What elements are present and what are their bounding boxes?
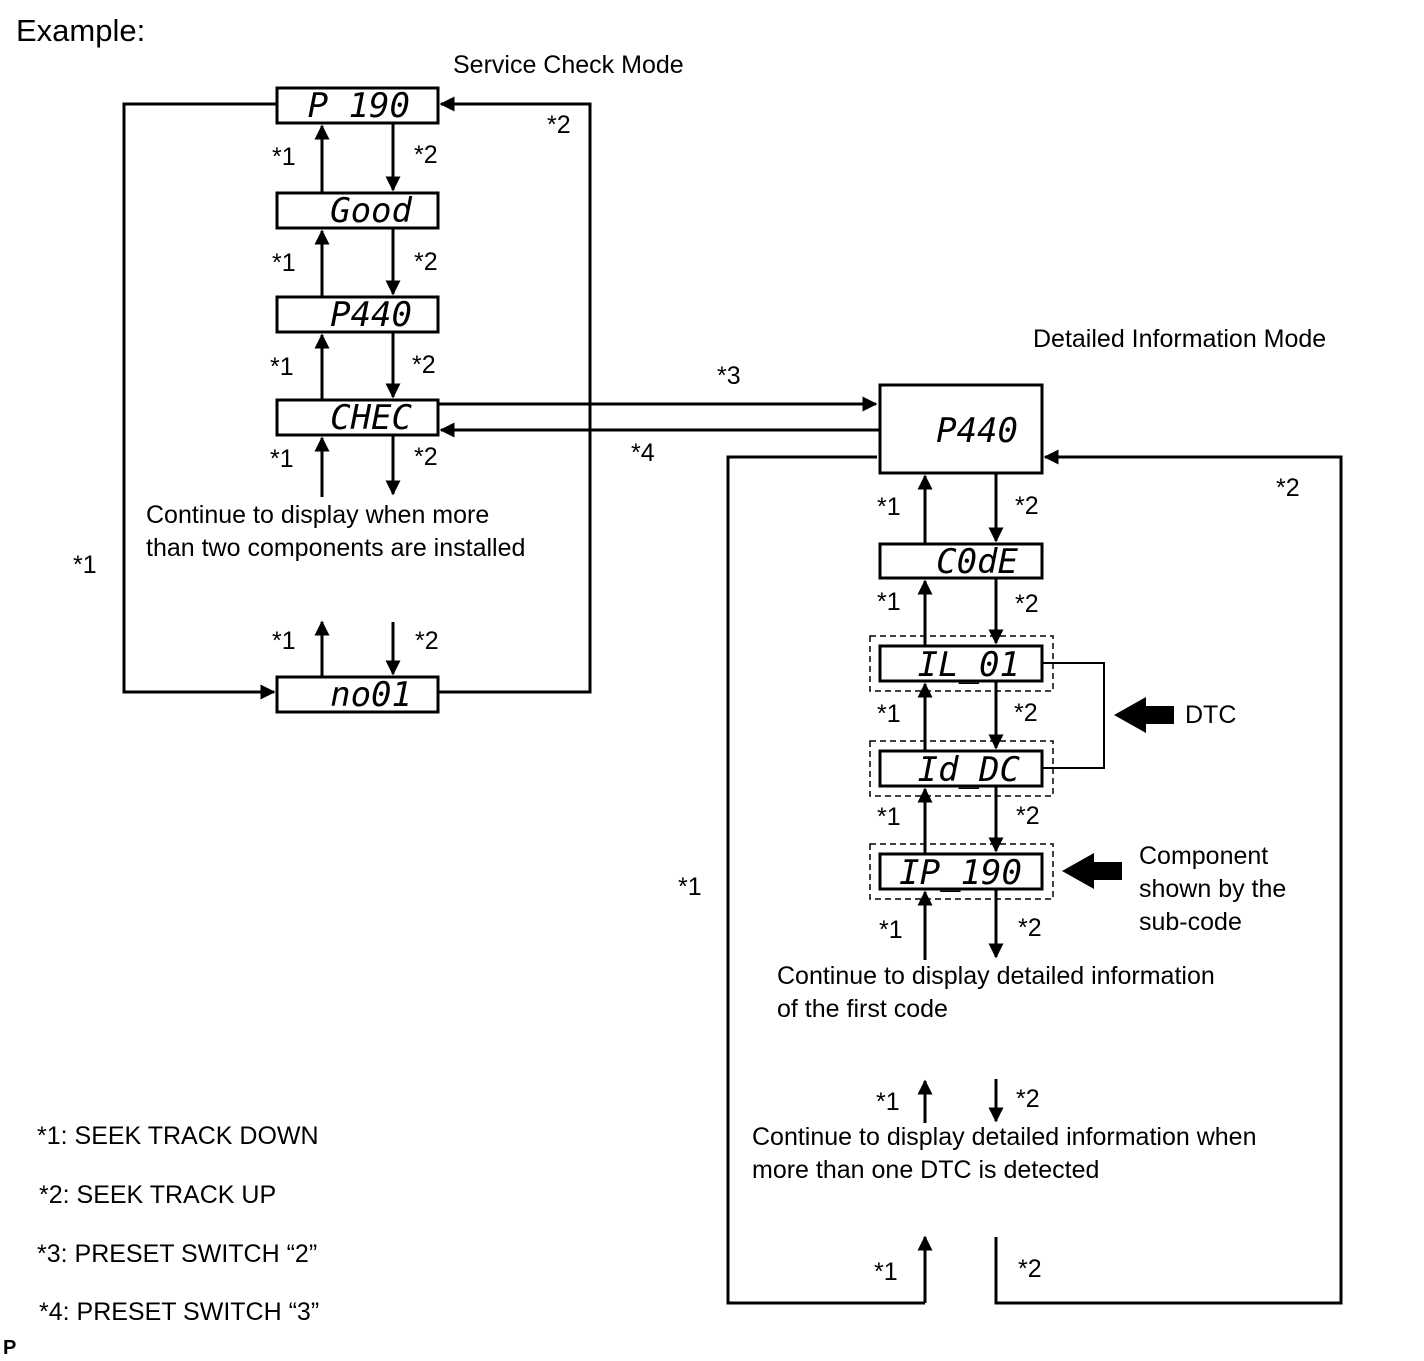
mark-1: *1 <box>877 700 901 728</box>
mark-2: *2 <box>415 627 439 655</box>
mark-4: *4 <box>631 439 655 467</box>
component-note-line3: sub-code <box>1139 908 1242 936</box>
mark-2: *2 <box>1014 699 1038 727</box>
mark-1: *1 <box>874 1258 898 1286</box>
mark-2: *2 <box>1276 474 1300 502</box>
mark-1: *1 <box>272 627 296 655</box>
mark-2: *2 <box>412 351 436 379</box>
first-code-note-line1: Continue to display detailed information <box>777 962 1215 990</box>
mark-2: *2 <box>547 111 571 139</box>
display-text-il01: IL_01 <box>918 645 1020 685</box>
display-text-p440: P440 <box>330 295 412 335</box>
mark-2: *2 <box>1016 802 1040 830</box>
display-box-p440 <box>275 295 440 334</box>
footer-code: P <box>3 1337 16 1359</box>
display-text-chec: CHEC <box>330 398 412 438</box>
mark-1: *1 <box>877 493 901 521</box>
service-continue-note-line1: Continue to display when more <box>146 501 489 529</box>
display-box-chec <box>275 398 440 437</box>
display-text-p190: P 190 <box>308 86 410 126</box>
first-code-note-line2: of the first code <box>777 995 948 1023</box>
more-dtc-note-line2: more than one DTC is detected <box>752 1156 1099 1184</box>
service-mode-title: Service Check Mode <box>453 51 684 79</box>
mark-1: *1 <box>272 143 296 171</box>
mark-2: *2 <box>1016 1085 1040 1113</box>
detailed-mode-title: Detailed Information Mode <box>1033 325 1326 353</box>
mark-3: *3 <box>717 362 741 390</box>
mark-2: *2 <box>1018 914 1042 942</box>
mark-2: *2 <box>414 248 438 276</box>
mark-2: *2 <box>414 141 438 169</box>
mark-1: *1 <box>879 916 903 944</box>
loop-seek-up <box>438 96 592 694</box>
more-dtc-note-line1: Continue to display detailed information… <box>752 1123 1256 1151</box>
display-text-ip190: IP_190 <box>899 853 1022 893</box>
mark-1: *1 <box>877 588 901 616</box>
display-text-iddc: Id_DC <box>918 750 1021 790</box>
display-box-good <box>275 191 440 230</box>
loop-seek-down-detail <box>726 455 925 1305</box>
display-box-code <box>878 542 1044 580</box>
mark-1: *1 <box>877 803 901 831</box>
dtc-bracket <box>1042 662 1105 769</box>
mark-2: *2 <box>1015 492 1039 520</box>
component-note-line1: Component <box>1139 842 1268 870</box>
dtc-label: DTC <box>1185 701 1236 729</box>
mark-2: *2 <box>1015 590 1039 618</box>
mark-1: *1 <box>678 873 702 901</box>
loop-seek-down <box>122 102 277 700</box>
mark-1: *1 <box>272 249 296 277</box>
example-heading: Example: <box>16 13 145 48</box>
display-text-no01: no01 <box>330 675 412 715</box>
display-text-good: Good <box>330 191 412 231</box>
display-text-code: C0dE <box>936 542 1018 582</box>
legend-item-2: *2: SEEK TRACK UP <box>39 1181 276 1209</box>
service-continue-note-line2: than two components are installed <box>146 534 525 562</box>
loop-seek-up-detail <box>994 449 1343 1305</box>
component-note-line2: shown by the <box>1139 875 1286 903</box>
display-box-no01 <box>275 675 440 714</box>
display-box-main-p440 <box>878 383 1044 475</box>
mark-1: *1 <box>270 445 294 473</box>
mark-1: *1 <box>73 551 97 579</box>
mark-2: *2 <box>414 443 438 471</box>
legend-item-1: *1: SEEK TRACK DOWN <box>37 1122 319 1150</box>
display-text-main-p440: P440 <box>936 411 1018 451</box>
dashed-frame-ip190 <box>869 843 1054 900</box>
mark-1: *1 <box>270 353 294 381</box>
component-pointer-arrow <box>1062 853 1122 889</box>
dtc-pointer-arrow <box>1114 697 1174 733</box>
legend-item-3: *3: PRESET SWITCH “2” <box>37 1240 317 1268</box>
legend-item-4: *4: PRESET SWITCH “3” <box>39 1298 319 1326</box>
mark-2: *2 <box>1018 1255 1042 1283</box>
display-box-ip190 <box>878 852 1044 891</box>
mark-1: *1 <box>876 1088 900 1116</box>
